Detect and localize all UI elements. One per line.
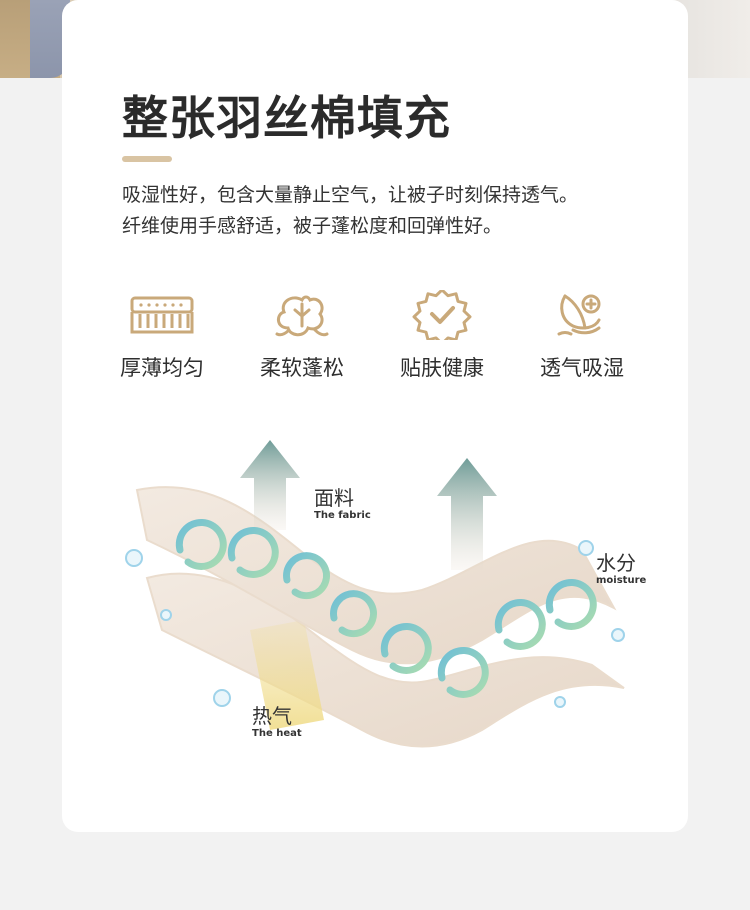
check-badge-icon <box>412 290 472 340</box>
fabric-label: 面料 <box>314 486 354 510</box>
breathable-leaf-icon <box>557 294 601 336</box>
arrow-up-icon <box>437 458 497 570</box>
moisture-label-en: moisture <box>596 575 647 586</box>
feature-label: 柔软蓬松 <box>260 356 344 380</box>
page-title: 整张羽丝棉填充 <box>122 91 451 145</box>
heat-label: 热气 <box>252 704 292 728</box>
feature-skin-healthy: 贴肤健康 <box>382 290 502 382</box>
feature-soft-fluffy: 柔软蓬松 <box>242 290 362 382</box>
title-underline <box>122 156 172 162</box>
description: 吸湿性好，包含大量静止空气，让被子时刻保持透气。 纤维使用手感舒适，被子蓬松度和… <box>122 180 662 242</box>
feature-label: 贴肤健康 <box>400 356 484 380</box>
fabric-label-en: The fabric <box>314 510 371 521</box>
moisture-label: 水分 <box>596 551 636 575</box>
feature-label: 厚薄均匀 <box>120 356 204 380</box>
content-card: 整张羽丝棉填充 吸湿性好，包含大量静止空气，让被子时刻保持透气。 纤维使用手感舒… <box>62 0 688 832</box>
feature-breathable: 透气吸湿 <box>522 290 642 382</box>
cotton-flower-icon <box>275 295 329 337</box>
description-line-2: 纤维使用手感舒适，被子蓬松度和回弹性好。 <box>122 215 503 237</box>
feature-list: 厚薄均匀 柔软蓬松 贴肤健康 <box>102 290 662 390</box>
feature-label: 透气吸湿 <box>540 356 624 380</box>
fabric-layers-illustration <box>125 440 625 748</box>
arrow-up-icon <box>240 440 300 530</box>
description-line-1: 吸湿性好，包含大量静止空气，让被子时刻保持透气。 <box>122 184 579 206</box>
fabric-diagram: 面料 The fabric 水分 moisture 热气 The heat <box>62 430 688 770</box>
heat-label-en: The heat <box>252 728 302 739</box>
even-thickness-icon <box>130 296 194 334</box>
feature-even-thickness: 厚薄均匀 <box>102 290 222 382</box>
